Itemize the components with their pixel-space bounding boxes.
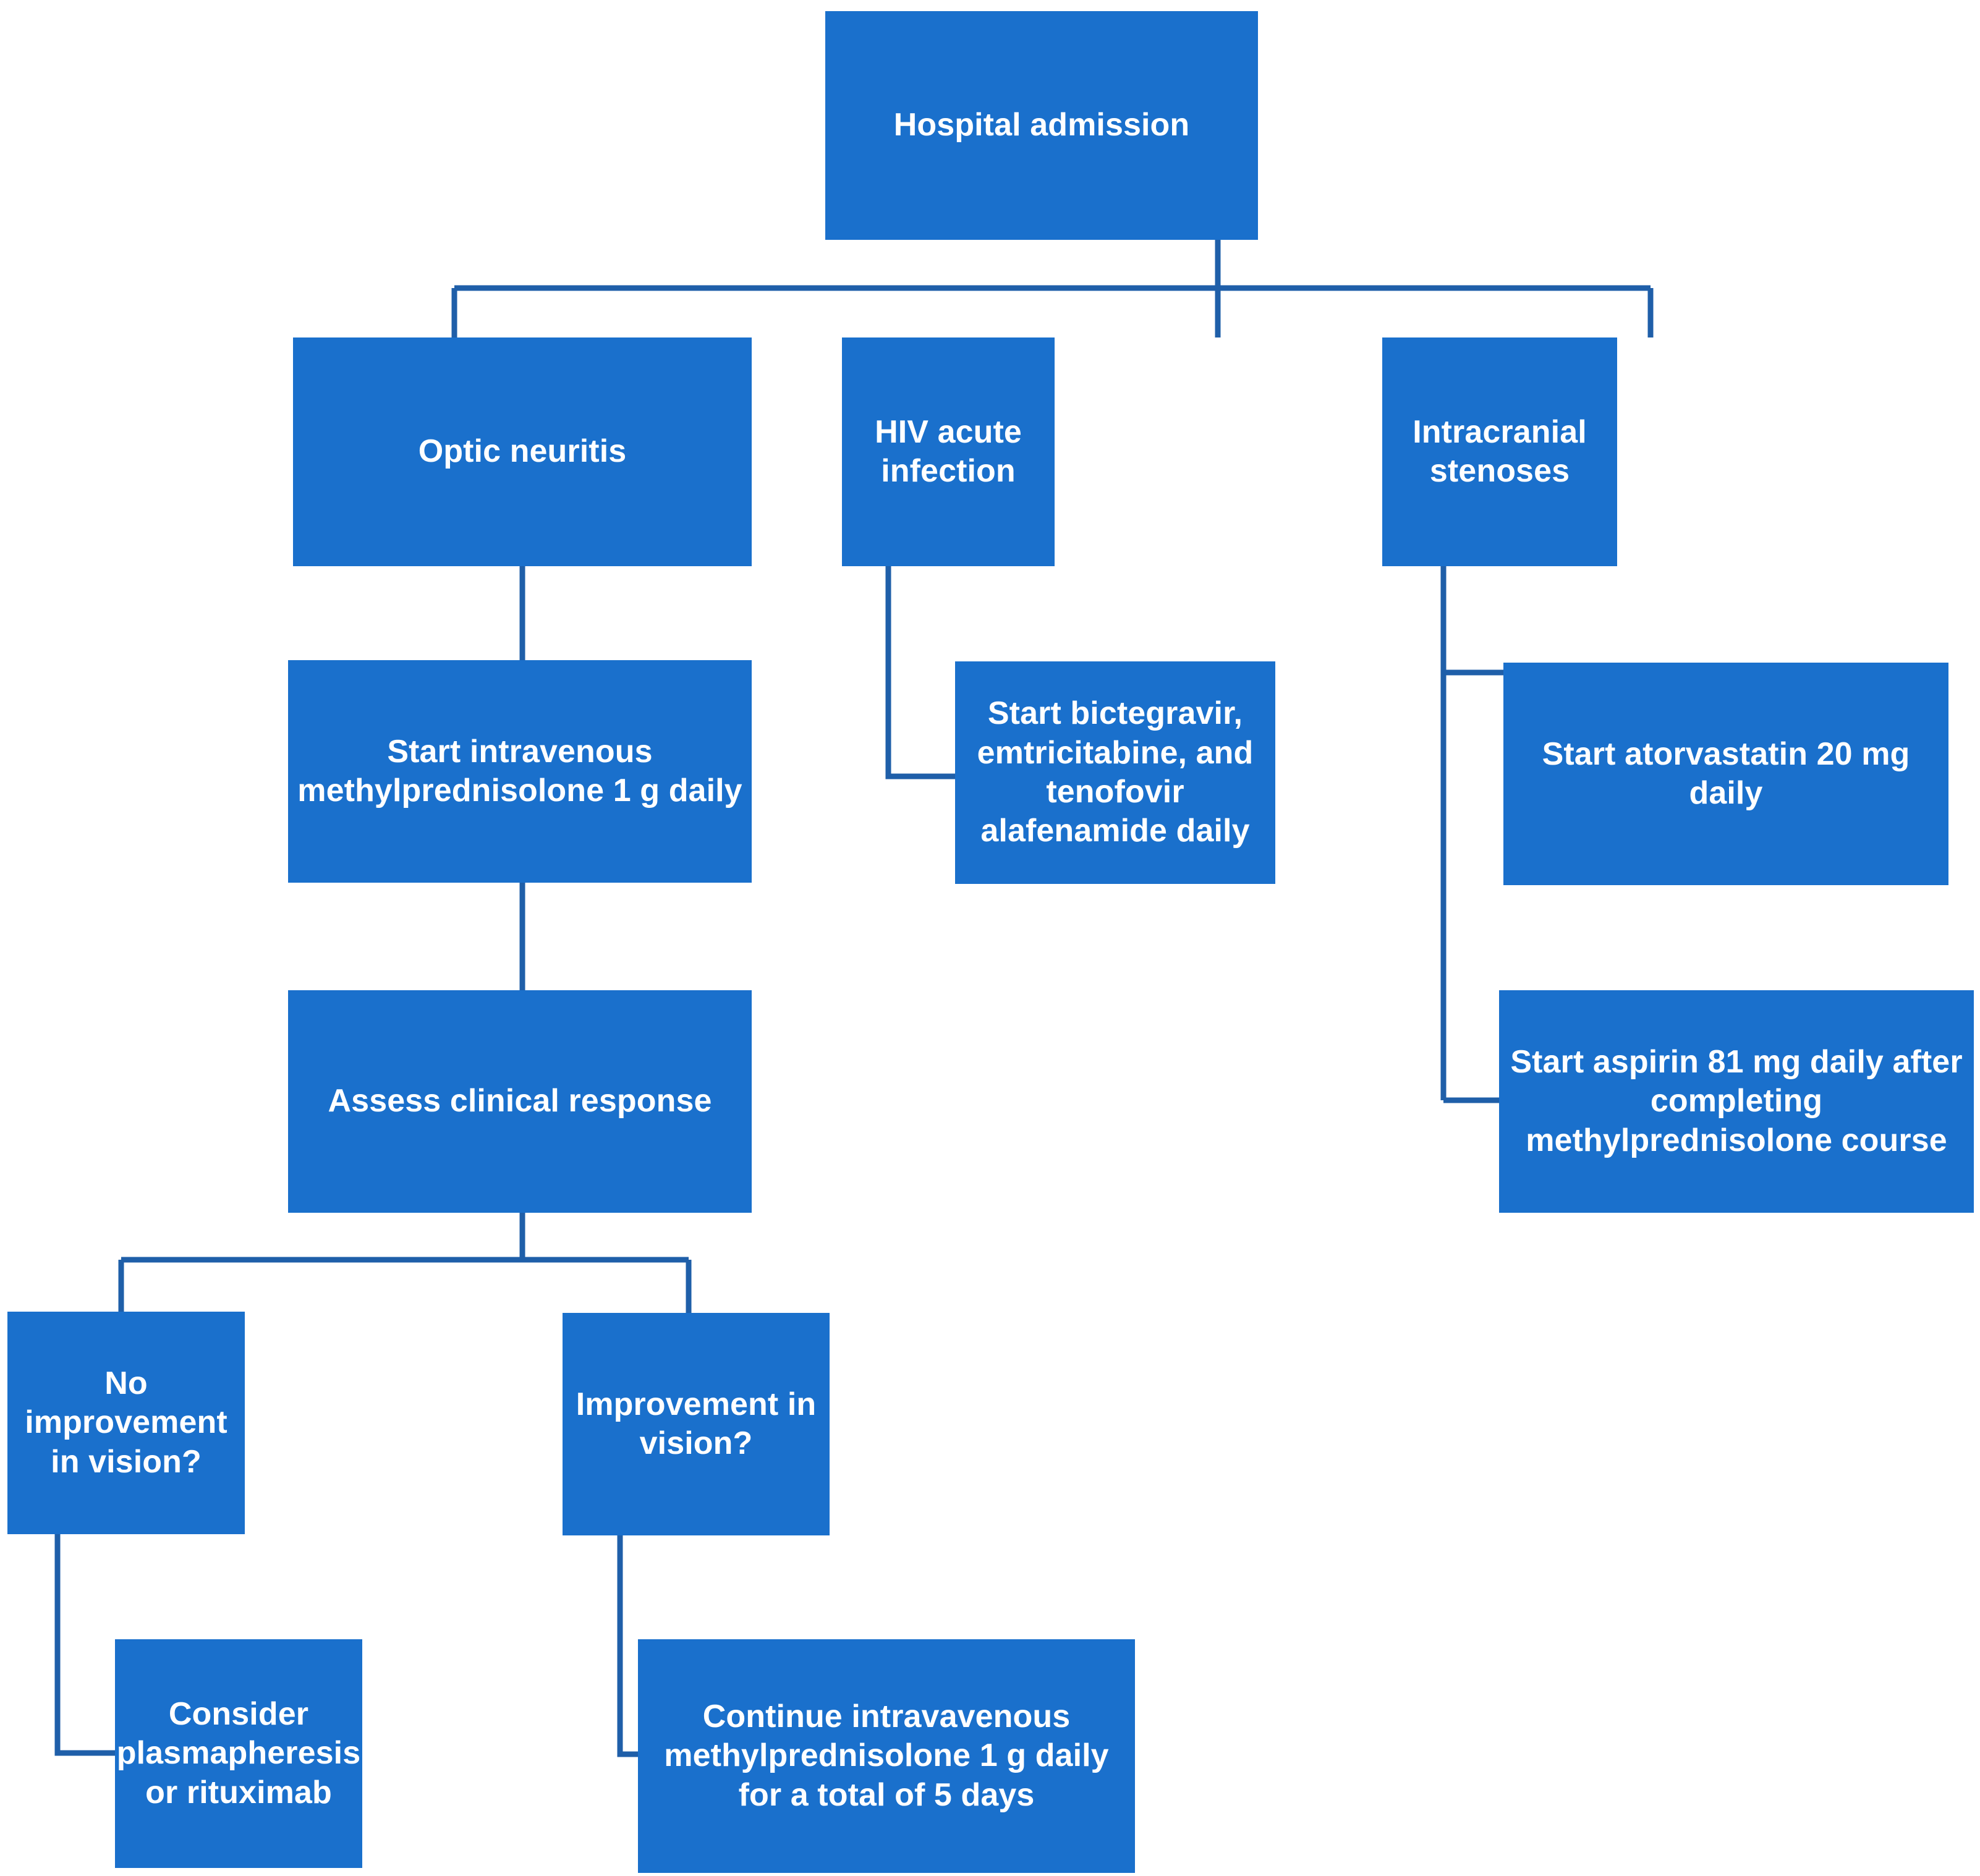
node-consider-plasmapheresis: Consider plasmapheresis or rituximab [115,1639,362,1868]
node-label: Start intravenous methylprednisolone 1 g… [297,733,742,809]
node-label: Assess clinical response [328,1083,712,1119]
node-intracranial-stenoses: Intracranial stenoses [1382,337,1617,566]
node-no-improvement-in-vision: No improvement in vision? [7,1312,245,1534]
node-label: Start aspirin 81 mg daily after completi… [1510,1043,1963,1158]
node-hospital-admission: Hospital admission [825,11,1258,240]
connector-line [885,566,955,779]
node-assess-clinical-response: Assess clinical response [288,990,752,1213]
node-label: Hospital admission [893,107,1190,143]
node-label: Intracranial stenoses [1413,414,1587,489]
node-start-bictegravir: Start bictegravir, emtricitabine, and te… [955,661,1275,884]
connector-line [617,1535,638,1757]
node-improvement-in-vision: Improvement in vision? [563,1313,830,1535]
node-label: Optic neuritis [418,433,627,470]
node-label: Start atorvastatin 20 mg daily [1542,736,1910,811]
node-label: Improvement in vision? [576,1386,817,1461]
connector-line [54,1534,115,1756]
node-hiv-acute-infection: HIV acute infection [842,337,1055,566]
node-start-iv-methylprednisolone: Start intravenous methylprednisolone 1 g… [288,660,752,883]
node-label: HIV acute infection [875,414,1022,489]
node-label: Continue intravavenous methylprednisolon… [664,1698,1109,1813]
node-label: Consider plasmapheresis or rituximab [116,1696,361,1810]
node-continue-iv-methylprednisolone: Continue intravavenous methylprednisolon… [638,1639,1135,1873]
node-optic-neuritis: Optic neuritis [293,337,752,566]
node-label: Start bictegravir, emtricitabine, and te… [977,695,1254,849]
node-start-atorvastatin: Start atorvastatin 20 mg daily [1503,663,1948,885]
node-start-aspirin: Start aspirin 81 mg daily after completi… [1499,990,1974,1213]
node-label: No improvement in vision? [25,1365,227,1480]
